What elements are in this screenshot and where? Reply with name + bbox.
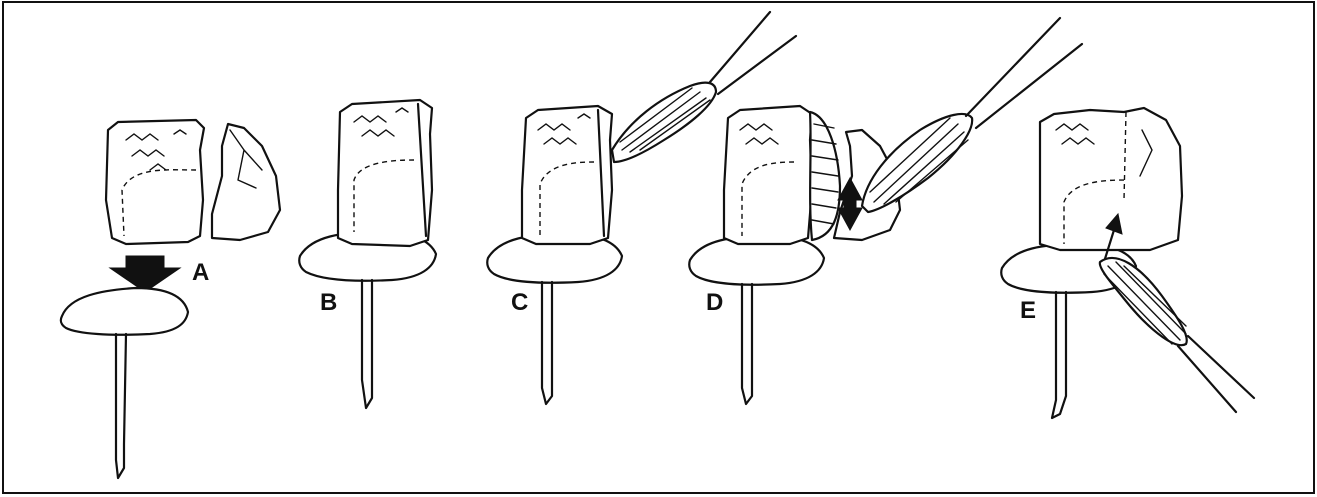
panel-label-e: E [1020,297,1036,324]
panel-label-b: B [320,289,337,316]
specimen-fragment-icon [338,100,432,246]
pin-icon [299,232,436,408]
panel-b: B [299,100,436,408]
paintbrush-icon [1100,258,1254,412]
panel-label-c: C [511,289,528,316]
pin-icon [689,236,824,404]
specimen-fragment-icon [522,106,612,244]
panel-e: E [1001,108,1254,418]
pin-icon [487,234,622,404]
specimen-fragment-icon [106,120,204,244]
panel-label-a: A [192,259,209,286]
specimen-fragment-icon [212,124,280,240]
specimen-fragment-icon [724,106,840,244]
panel-a: A [61,120,280,478]
panel-label-d: D [706,289,723,316]
down-arrow-icon [110,256,180,292]
pin-icon [61,288,188,478]
panel-d: D [689,18,1082,404]
